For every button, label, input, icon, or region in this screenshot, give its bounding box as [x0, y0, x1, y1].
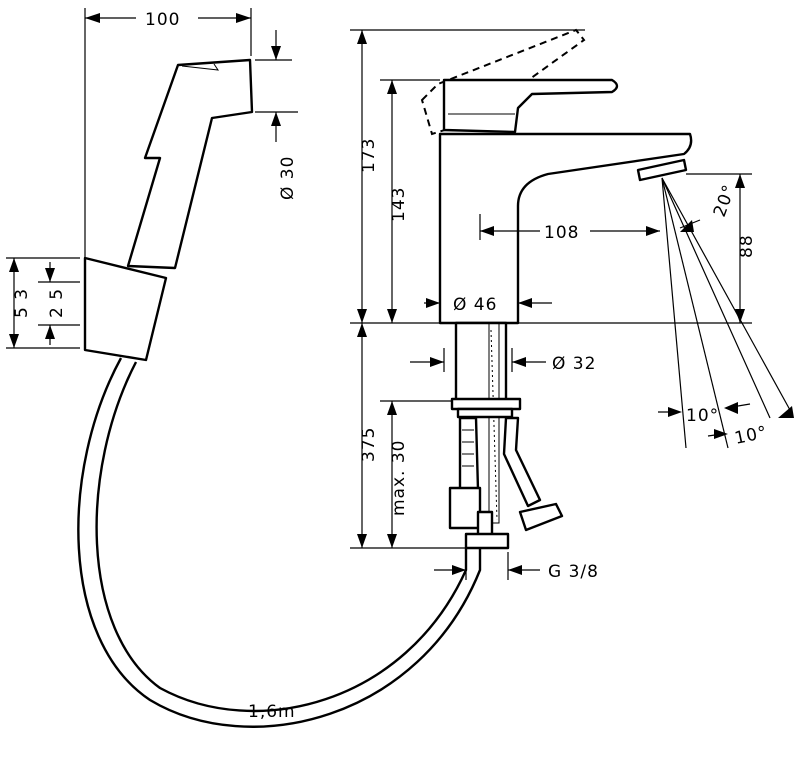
aerator — [636, 158, 688, 182]
supply-hose-right — [502, 416, 542, 508]
spray-head — [126, 58, 254, 270]
wall-holder — [83, 256, 168, 362]
connector-nut — [464, 532, 510, 550]
faucet — [420, 28, 693, 550]
connector-left — [448, 486, 482, 530]
hose — [77, 357, 482, 728]
dim-holder-height-outer: 5 3 — [12, 288, 32, 318]
dim-shank-diameter: Ø 32 — [552, 354, 596, 374]
dim-body-diameter: Ø 46 — [453, 295, 497, 315]
spray-head-top — [181, 63, 220, 71]
lever-open-position — [420, 28, 586, 136]
dim-holder-height-inner: 2 5 — [47, 288, 67, 318]
connector-right — [518, 502, 564, 532]
dim-max-thickness: max. 30 — [389, 440, 409, 516]
dim-outlet-height: 88 — [737, 234, 757, 258]
dim-spray-diameter: Ø 30 — [278, 156, 298, 200]
lever — [442, 78, 619, 134]
dim-spray-angle: 20° — [710, 182, 740, 220]
hand-shower — [77, 58, 482, 728]
dim-spray-angle-left: 10° — [686, 406, 719, 426]
dim-shank-length: 375 — [359, 427, 379, 462]
hose-inner — [95, 361, 468, 713]
dim-connection-thread: G 3/8 — [548, 562, 599, 582]
dim-hose-length: 1,6m — [248, 702, 296, 722]
dim-spout-reach: 108 — [544, 223, 579, 243]
faucet-body — [438, 132, 693, 325]
dim-spout-height: 143 — [389, 187, 409, 222]
dim-spray-angle-right: 10° — [733, 422, 770, 448]
hand-shower-dimensions: 100 Ø 30 5 3 2 5 — [6, 6, 298, 349]
dim-total-height: 173 — [359, 138, 379, 173]
mounting-plate — [450, 397, 522, 411]
dim-spray-width: 100 — [145, 10, 180, 30]
